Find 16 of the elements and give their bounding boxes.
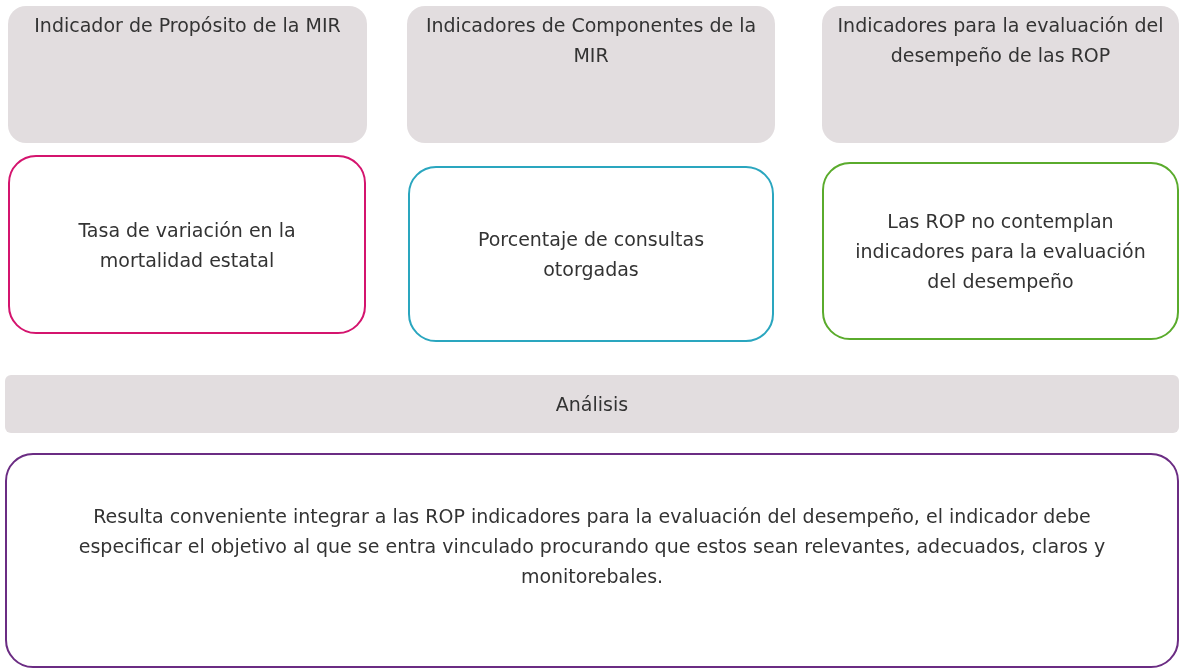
header-box (8, 6, 367, 143)
section-band (5, 375, 1179, 433)
heading-text: Indicadores de Componentes de la MIR (424, 13, 758, 68)
body-text: Porcentaje de consultas otorgadas (476, 227, 706, 282)
header-box (407, 6, 775, 143)
body-text: Tasa de variación en la mortalidad estatal (77, 217, 297, 273)
body-text: Las ROP no contemplan indicadores para la evaluación del desempeño (854, 209, 1147, 294)
heading-text: Indicador de Propósito de la MIR (34, 13, 341, 38)
content-box (408, 166, 774, 342)
content-box (5, 453, 1179, 668)
content-box (8, 155, 366, 334)
heading-text: Análisis (555, 392, 629, 417)
content-box (822, 162, 1179, 340)
body-text: Resulta conveniente integrar a las ROP indicadores para la evaluación del desempeño, el indicador debe especificar el objetivo al que se entra vinculado procurando que estos sean relevantes, adecuados, claros y monitorebales. (77, 503, 1107, 589)
header-box (822, 6, 1179, 143)
heading-text: Indicadores para la evaluación del desempeño de las ROP (836, 13, 1165, 68)
